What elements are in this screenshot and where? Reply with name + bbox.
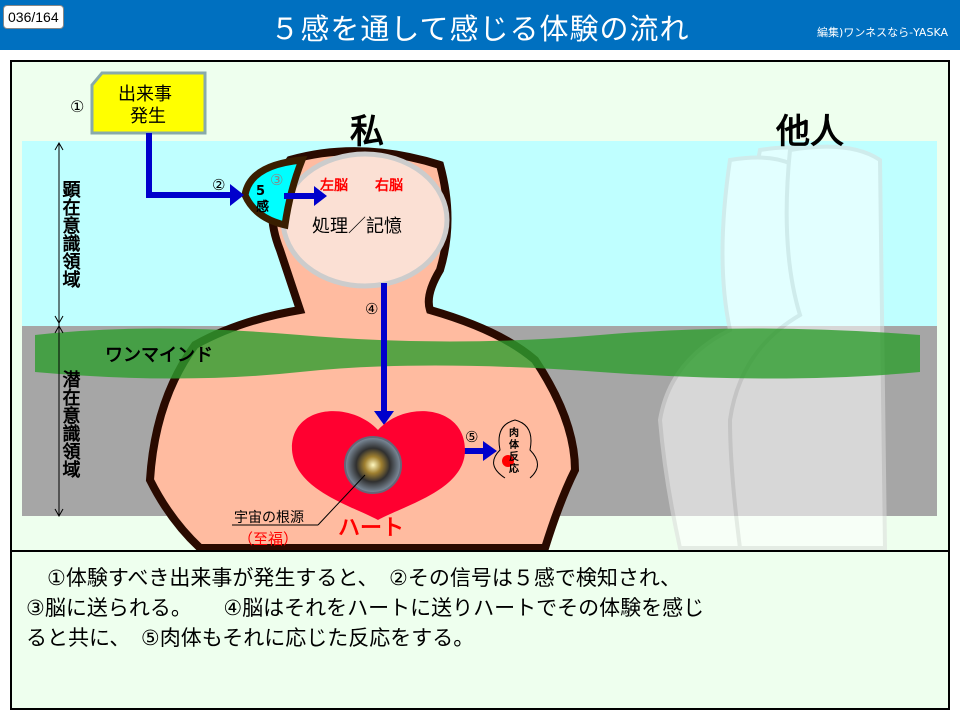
credit-text: 編集)ワンネスなら-YASKA: [817, 26, 948, 39]
slide-title: ５感を通して感じる体験の流れ: [270, 12, 690, 46]
body-reaction-label: 肉: [509, 426, 519, 439]
step-5-marker: ⑤: [465, 428, 478, 446]
body-reaction-label: 体: [509, 438, 520, 451]
step-4-marker: ④: [365, 300, 378, 318]
other-label: 他人: [775, 112, 844, 152]
five-senses-label: 5: [256, 184, 265, 199]
process-label: 処理／記憶: [312, 216, 402, 237]
header-bar: 036/164 ５感を通して感じる体験の流れ 編集)ワンネスなら-YASKA: [0, 0, 960, 50]
page-indicator: 036/164: [3, 5, 64, 29]
step-1-marker: ①: [70, 97, 84, 116]
one-mind-band: [35, 328, 920, 379]
left-brain-label: 左脳: [319, 177, 348, 194]
body-reaction-label: 反: [509, 450, 519, 463]
body-reaction-label: 応: [509, 462, 519, 475]
bliss-label: （至福）: [238, 530, 298, 548]
five-senses-label: 感: [256, 199, 269, 215]
event-label: 出来事: [118, 84, 172, 105]
heart-label: ハート: [338, 516, 404, 541]
one-mind-label: ワンマインド: [105, 345, 213, 366]
event-label: 発生: [130, 106, 166, 127]
five-senses-shape: [241, 155, 308, 230]
step-3-marker: ③: [270, 171, 283, 189]
cosmic-source-image: [344, 436, 402, 494]
caption-line: ると共に、 ⑤肉体もそれに応じた反応をする。: [26, 626, 475, 650]
flow-arrows: [146, 133, 497, 461]
pointer-line: [317, 474, 366, 526]
cosmic-source-label: 宇宙の根源: [234, 510, 304, 526]
caption-line: ①体験すべき出来事が発生すると、 ②その信号は５感で検知され、: [26, 566, 682, 590]
right-brain-label: 右脳: [374, 177, 403, 194]
step-2-marker: ②: [212, 176, 225, 194]
self-label: 私: [350, 112, 384, 152]
caption-text: ①体験すべき出来事が発生すると、 ②その信号は５感で検知され、 ③脳に送られる。…: [26, 563, 936, 653]
caption-line: ③脳に送られる。 ④脳はそれをハートに送りハートでその体験を感じ: [26, 596, 705, 620]
conscious-label: 顕在意識領域: [60, 180, 81, 289]
range-arrows: [54, 141, 64, 518]
subconscious-label: 潜在意識領域: [60, 369, 81, 479]
body-reaction-figure: [493, 419, 538, 479]
